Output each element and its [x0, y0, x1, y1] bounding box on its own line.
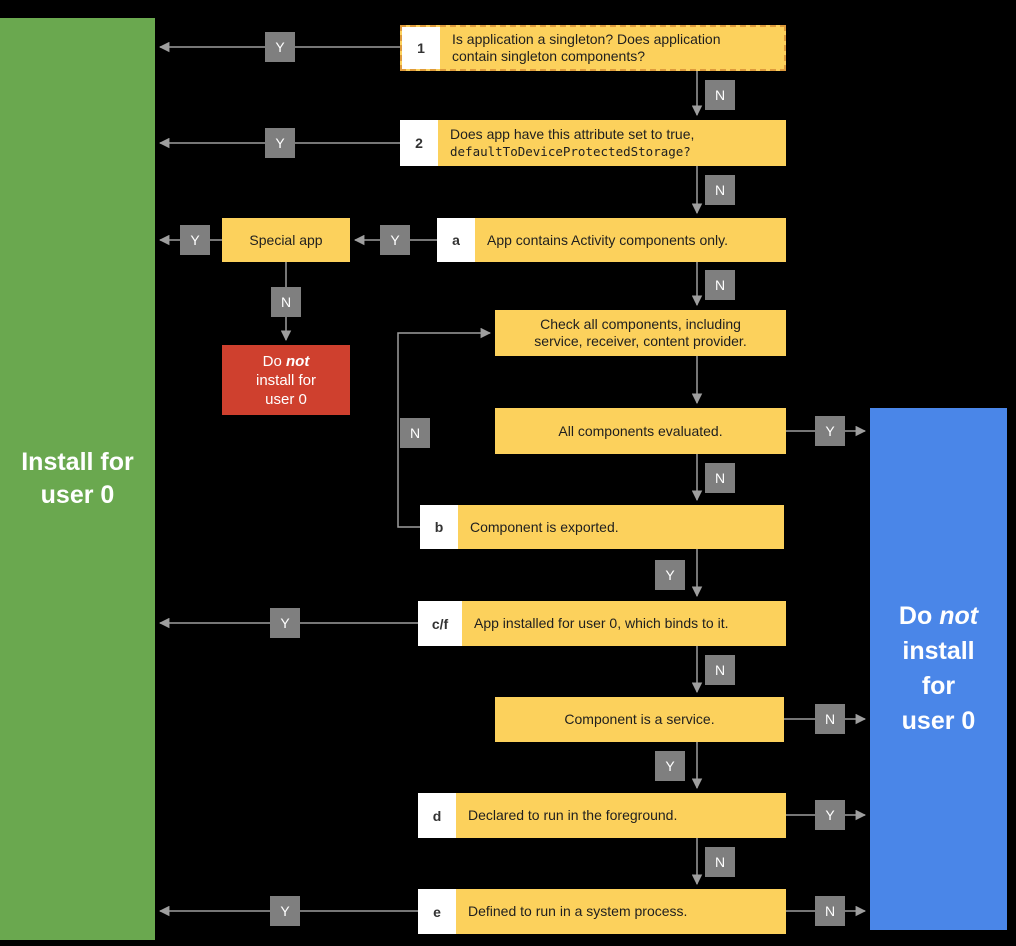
red-word-do: Do	[262, 352, 282, 370]
node-all-evaluated-line: All components evaluated.	[558, 422, 723, 439]
do-not-install-red-terminal: Do not install for user 0	[222, 345, 350, 415]
not-install-word-do: Do	[898, 602, 933, 630]
node-qb-exported: b Component is exported.	[420, 505, 784, 549]
node-qd-foreground: d Declared to run in the foreground.	[418, 793, 786, 838]
node-q2-code: defaultToDeviceProtectedStorage?	[450, 144, 691, 159]
edge-label-qa-check-no: N	[705, 270, 735, 300]
node-all-evaluated: All components evaluated.	[495, 408, 786, 454]
edge-label-qb-qcf-yes: Y	[655, 560, 685, 590]
node-qe-badge: e	[418, 889, 456, 934]
edge-label-service-blue-no: N	[815, 704, 845, 734]
edge-label-qd-qe-no: N	[705, 847, 735, 877]
red-terminal-line1: Do not	[263, 352, 310, 371]
edge-label-special-red-no: N	[271, 287, 301, 317]
node-qa-line: App contains Activity components only.	[487, 231, 728, 248]
edge-label-q1-q2-no: N	[705, 80, 735, 110]
not-install-word-not: not	[939, 602, 979, 630]
edge-label-q2-qa-no: N	[705, 175, 735, 205]
node-qcf-binds: c/f App installed for user 0, which bind…	[418, 601, 786, 646]
node-special-app-line: Special app	[249, 231, 323, 248]
install-terminal-line1: Install for	[21, 448, 134, 476]
node-qe-system-process: e Defined to run in a system process.	[418, 889, 786, 934]
edge-label-eval-qb-no: N	[705, 463, 735, 493]
node-q1-text: Is application a singleton? Does applica…	[440, 27, 784, 69]
node-check-all-line2: service, receiver, content provider.	[534, 333, 747, 349]
install-terminal-line2: user 0	[40, 481, 115, 509]
node-qb-badge: b	[420, 505, 458, 549]
node-q2-protected-storage: 2 Does app have this attribute set to tr…	[400, 120, 786, 166]
node-is-service-text: Component is a service.	[495, 697, 784, 742]
red-terminal-line3: user 0	[265, 390, 307, 408]
node-qb-text: Component is exported.	[458, 505, 784, 549]
node-qe-text: Defined to run in a system process.	[456, 889, 786, 934]
edge-label-service-qd-yes: Y	[655, 751, 685, 781]
node-qd-text: Declared to run in the foreground.	[456, 793, 786, 838]
edge-label-loop-back-no: N	[400, 418, 430, 448]
edge-label-q2-install-yes: Y	[265, 128, 295, 158]
node-q1-badge: 1	[402, 27, 440, 69]
node-special-app: Special app	[222, 218, 350, 262]
node-q2-text: Does app have this attribute set to true…	[438, 120, 786, 166]
node-special-app-text: Special app	[222, 218, 350, 262]
node-check-all-text: Check all components, including service,…	[495, 310, 786, 356]
red-terminal-line2: install for	[255, 371, 317, 389]
node-is-service-line: Component is a service.	[564, 711, 715, 727]
not-install-line4: user 0	[901, 707, 976, 735]
node-qcf-badge: c/f	[418, 601, 462, 646]
not-install-line1: Do not	[899, 599, 978, 634]
node-all-evaluated-text: All components evaluated.	[495, 408, 786, 454]
node-qd-line: Declared to run in the foreground.	[468, 807, 678, 823]
edge-label-special-install-yes: Y	[180, 225, 210, 255]
node-is-service: Component is a service.	[495, 697, 784, 742]
red-word-not: not	[286, 352, 310, 370]
node-qcf-text: App installed for user 0, which binds to…	[462, 601, 786, 646]
edge-label-qe-blue-no: N	[815, 896, 845, 926]
not-install-line3: for	[921, 672, 956, 700]
edge-label-qcf-service-no: N	[705, 655, 735, 685]
edge-label-qcf-install-yes: Y	[270, 608, 300, 638]
edge-label-eval-blue-yes: Y	[815, 416, 845, 446]
node-q1-line1: Is application a singleton? Does applica…	[452, 31, 721, 47]
node-qcf-line: App installed for user 0, which binds to…	[474, 615, 729, 631]
edge-label-qd-blue-yes: Y	[815, 800, 845, 830]
node-qa-text: App contains Activity components only.	[475, 218, 786, 262]
not-install-line2: install	[902, 637, 975, 665]
edge-label-qe-install-yes: Y	[270, 896, 300, 926]
node-q2-line1: Does app have this attribute set to true…	[450, 126, 695, 142]
edge-label-qa-special-yes: Y	[380, 225, 410, 255]
node-q1-singleton: 1 Is application a singleton? Does appli…	[400, 25, 786, 71]
edge-label-q1-install-yes: Y	[265, 32, 295, 62]
node-q1-line2: contain singleton components?	[452, 48, 646, 64]
node-qb-line: Component is exported.	[470, 518, 619, 535]
node-qe-line: Defined to run in a system process.	[468, 903, 688, 919]
node-q2-badge: 2	[400, 120, 438, 166]
node-qa-badge: a	[437, 218, 475, 262]
node-qa-activity-only: a App contains Activity components only.	[437, 218, 786, 262]
node-check-all-line1: Check all components, including	[540, 316, 741, 332]
do-not-install-terminal: Do not install for user 0	[870, 408, 1007, 930]
node-check-all-components: Check all components, including service,…	[495, 310, 786, 356]
node-qd-badge: d	[418, 793, 456, 838]
install-for-user0-terminal: Install for user 0	[0, 18, 155, 940]
